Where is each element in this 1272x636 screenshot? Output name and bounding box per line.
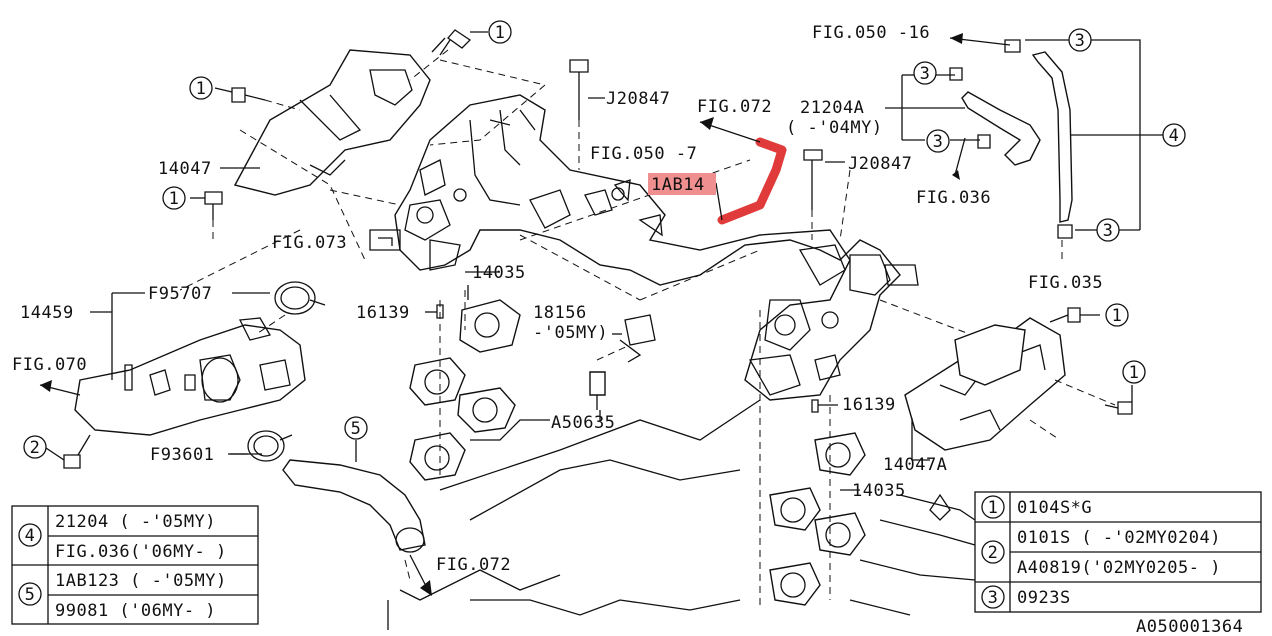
callout-1-right-a: 1 (1105, 303, 1129, 327)
label-fig036: FIG.036 (916, 188, 991, 208)
label-18156-note: -'05MY) (533, 323, 608, 343)
table-left-row4-a: 21204 ( -'05MY) (55, 512, 216, 532)
label-f93601: F93601 (150, 445, 214, 465)
svg-text:1: 1 (495, 23, 506, 43)
callout-markers: 1 1 1 2 3 3 3 3 (23, 20, 1186, 459)
label-fig035: FIG.035 (1028, 273, 1103, 293)
table-right-row2-b: A40819('02MY0205- ) (1017, 558, 1221, 578)
svg-text:4: 4 (1169, 126, 1180, 146)
table-left-row4-b: FIG.036('06MY- ) (55, 542, 227, 562)
label-j20847-top: J20847 (606, 89, 670, 109)
table-right-key-3: 3 (988, 588, 999, 608)
svg-text:3: 3 (933, 132, 944, 152)
table-right-row3-a: 0923S (1017, 588, 1071, 608)
label-fig072-bottom: FIG.072 (436, 555, 511, 575)
callout-3-d: 3 (1096, 218, 1120, 242)
callout-1-right-b: 1 (1122, 360, 1146, 384)
table-left-key-4: 4 (25, 526, 36, 546)
label-fig072-top: FIG.072 (697, 97, 772, 117)
part-labels: FIG.050 -16 J20847 FIG.072 21204A ( -'04… (12, 23, 1243, 636)
label-14047: 14047 (158, 159, 212, 179)
label-a50635: A50635 (551, 413, 615, 433)
callout-1-left: 1 (189, 76, 213, 100)
table-left-key-5: 5 (25, 585, 36, 605)
label-fig070: FIG.070 (12, 355, 87, 375)
table-right-row1-a: 0104S*G (1017, 498, 1092, 518)
label-fig073: FIG.073 (272, 233, 347, 253)
callout-3-c: 3 (926, 129, 950, 153)
svg-text:3: 3 (1075, 31, 1086, 51)
callout-3-a: 3 (1068, 28, 1092, 52)
label-14035-top: 14035 (472, 263, 526, 283)
label-j20847-mid: J20847 (848, 154, 912, 174)
label-21204a: 21204A (800, 98, 864, 118)
label-1ab14: 1AB14 (651, 175, 705, 195)
label-f95707: F95707 (148, 284, 212, 304)
svg-text:3: 3 (920, 64, 931, 84)
table-right-key-1: 1 (988, 498, 999, 518)
svg-text:1: 1 (1112, 306, 1123, 326)
svg-text:1: 1 (1129, 363, 1140, 383)
label-18156: 18156 (533, 303, 587, 323)
legend-table-left: 4 5 21204 ( -'05MY) FIG.036('06MY- ) 1AB… (11, 505, 259, 625)
svg-text:3: 3 (1103, 221, 1114, 241)
svg-text:2: 2 (30, 438, 41, 458)
table-left-row5-b: 99081 ('06MY- ) (55, 601, 216, 621)
table-left-row5-a: 1AB123 ( -'05MY) (55, 571, 227, 591)
callout-3-b: 3 (913, 61, 937, 85)
callout-1-lower-left: 1 (162, 186, 186, 210)
label-21204a-note: ( -'04MY) (786, 118, 883, 138)
label-14459: 14459 (20, 303, 74, 323)
label-diagram-id: A050001364 (1136, 617, 1243, 636)
table-right-key-2: 2 (988, 543, 999, 563)
table-right-row2-a: 0101S ( -'02MY0204) (1017, 528, 1221, 548)
svg-text:1: 1 (196, 79, 207, 99)
callout-4-right: 4 (1162, 123, 1186, 147)
callout-2-left: 2 (23, 435, 47, 459)
svg-text:1: 1 (169, 189, 180, 209)
label-16139-left: 16139 (356, 303, 410, 323)
diagram-artwork (39, 29, 1165, 630)
label-fig050-7: FIG.050 -7 (590, 144, 697, 164)
label-16139-right: 16139 (842, 395, 896, 415)
callout-1-top: 1 (488, 20, 512, 44)
callout-5-hose: 5 (344, 416, 368, 440)
label-14035-bottom: 14035 (852, 481, 906, 501)
highlight-box-1ab14 (648, 173, 716, 195)
legend-table-right: 1 2 3 0104S*G 0101S ( -'02MY0204) A40819… (974, 491, 1262, 613)
svg-text:5: 5 (351, 419, 362, 439)
label-fig050-16: FIG.050 -16 (812, 23, 930, 43)
label-14047a: 14047A (883, 455, 947, 475)
